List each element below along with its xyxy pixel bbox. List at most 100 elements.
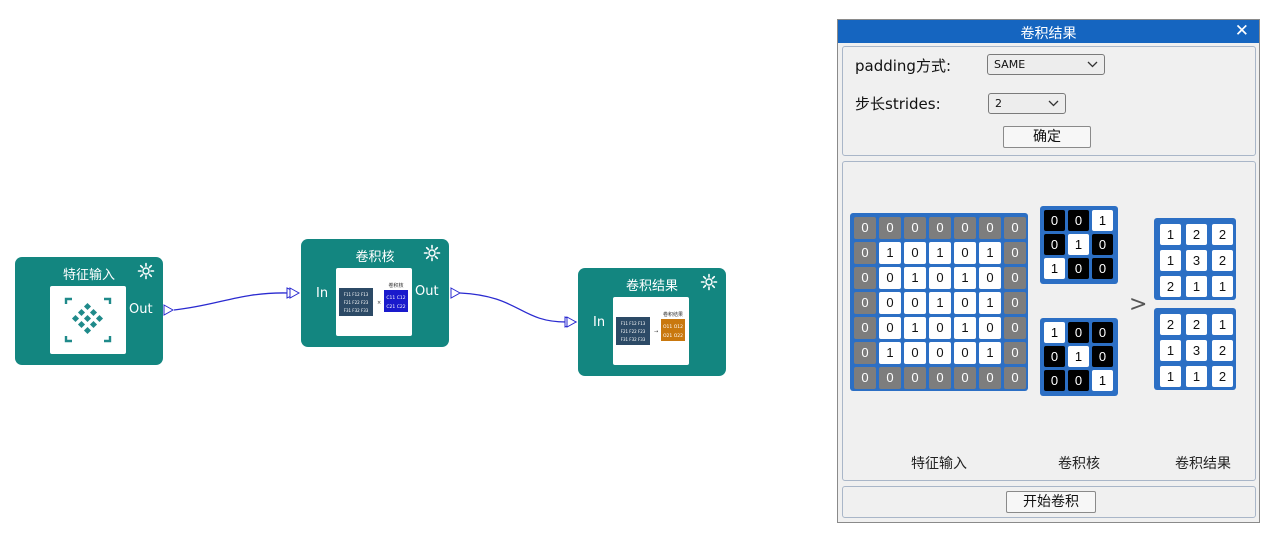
matrix-cell: 1 [1092,210,1113,231]
matrix-cell: 0 [954,367,976,389]
in-port-label: In [316,286,329,301]
out-port[interactable] [163,304,174,316]
matrix-cell: 0 [904,367,926,389]
close-icon[interactable]: ✕ [1234,21,1249,41]
matrix-cell: 0 [904,292,926,314]
matrix-cell: 0 [929,367,951,389]
matrix-cell: 2 [1212,366,1233,387]
matrix-cell: 0 [854,217,876,239]
matrix-cell: 0 [1044,210,1065,231]
matrix-cell: 0 [929,317,951,339]
padding-label: padding方式: [855,57,952,75]
node-kernel[interactable]: 卷积核 In F11 F12 F13 F21 F22 F23 F31 F32 F… [301,239,449,347]
gear-icon[interactable] [700,273,718,291]
matrix-cell: 0 [879,267,901,289]
stride-select[interactable]: 2 [988,93,1066,114]
node-feature-input[interactable]: 特征输入 Out [15,257,163,365]
edge-feature-to-kernel[interactable] [173,292,289,311]
matrix-cell: 0 [954,217,976,239]
matrix-cell: 0 [1044,370,1065,391]
out-port-label: Out [129,302,153,317]
matrix-cell: 1 [954,317,976,339]
matrix-cell: 1 [1068,346,1089,367]
dialog-titlebar[interactable]: 卷积结果 ✕ [838,20,1259,43]
chevron-right-icon: > [1129,292,1148,317]
thumb-grid-row: F21 F22 F23 [344,300,369,305]
matrix-cell: 0 [904,342,926,364]
matrix-cell: 1 [1160,340,1181,361]
matrix-cell: 1 [979,342,1001,364]
matrix-cell: 1 [1092,370,1113,391]
matrix-cell: 2 [1212,340,1233,361]
kernel-thumbnail: F11 F12 F13 F21 F22 F23 F31 F32 F33 × 卷积… [336,268,412,336]
matrix-cell: 1 [904,317,926,339]
padding-select[interactable]: SAME [987,54,1105,75]
result-caption: 卷积结果 [1175,456,1231,472]
matrix-cell: 0 [954,242,976,264]
matrix-cell: 1 [1212,276,1233,297]
edge-kernel-to-result[interactable] [459,292,567,323]
convolution-result-dialog: 卷积结果 ✕ padding方式: SAME 步长strides: 2 确定 0… [837,19,1260,523]
thumb-grid-row: F31 F32 F33 [621,337,646,342]
matrix-cell: 0 [1092,258,1113,279]
matrix-cell: 0 [1092,322,1113,343]
matrix-cell: 1 [1186,366,1207,387]
matrix-cell: 0 [854,367,876,389]
matrix-cell: 2 [1160,314,1181,335]
settings-group: padding方式: SAME 步长strides: 2 确定 [842,46,1256,156]
confirm-button[interactable]: 确定 [1003,126,1091,148]
matrix-cell: 1 [904,267,926,289]
matrix-cell: 0 [1004,367,1026,389]
matrix-cell: 1 [929,292,951,314]
gear-icon[interactable] [423,244,441,262]
start-convolution-button[interactable]: 开始卷积 [1006,491,1096,513]
chevron-down-icon [1087,61,1098,68]
thumb-box-title: 卷积核 [388,282,403,289]
thumb-box-row: O11 O12 [663,324,683,330]
in-port[interactable] [566,316,577,328]
matrix-cell: 1 [1212,314,1233,335]
gear-icon[interactable] [137,262,155,280]
matrix-cell: 0 [879,367,901,389]
matrix-cell: 0 [1068,210,1089,231]
matrix-cell: 0 [1004,217,1026,239]
matrix-cell: 1 [1186,276,1207,297]
matrix-cell: 0 [1004,292,1026,314]
matrix-cell: 0 [1044,234,1065,255]
out-port[interactable] [450,287,461,299]
feature-caption: 特征输入 [911,456,967,472]
thumb-box-row: C21 C22 [386,304,405,310]
matrix-cell: 1 [1160,366,1181,387]
node-title: 特征输入 [62,268,115,283]
thumb-grid-row: F11 F12 F13 [344,292,369,297]
thumb-box-title: 卷积结果 [663,311,683,318]
matrix-cell: 0 [854,292,876,314]
matrix-cell: 0 [954,292,976,314]
matrix-cell: 3 [1186,340,1207,361]
thumb-grid-row: F11 F12 F13 [621,321,646,326]
matrix-cell: 0 [979,267,1001,289]
stride-label: 步长strides: [855,95,941,113]
matrix-cell: 0 [904,242,926,264]
matrix-cell: 3 [1186,250,1207,271]
in-port-label: In [593,315,606,330]
thumb-multiply-sign: × [377,300,381,306]
matrix-cell: 2 [1160,276,1181,297]
matrix-cell: 0 [879,292,901,314]
stride-select-value: 2 [995,97,1002,110]
matrix-cell: 1 [954,267,976,289]
matrix-cell: 0 [1004,342,1026,364]
matrix-cell: 0 [879,217,901,239]
in-port[interactable] [289,287,300,299]
matrix-cell: 2 [1212,250,1233,271]
node-result[interactable]: 卷积结果 In F11 F12 F13 F21 F22 F23 F31 F32 … [578,268,726,376]
dialog-title: 卷积结果 [1020,26,1077,42]
action-group: 开始卷积 [842,486,1256,518]
thumb-grid-row: F21 F22 F23 [621,329,646,334]
